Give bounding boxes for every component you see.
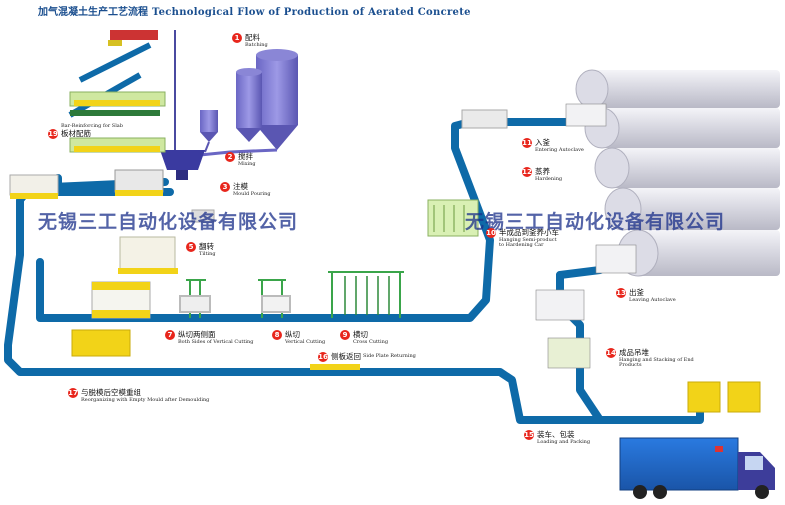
watermark-right: 无锡三工自动化设备有限公司	[465, 211, 726, 233]
step-label-cn: 成品吊堆	[619, 348, 649, 358]
step-number-badge: 9	[340, 330, 350, 340]
step-number-badge: 5	[186, 242, 196, 252]
step-label-en: Reorganizing with Empty Mould after Demo…	[81, 397, 210, 403]
step-number-badge: 12	[522, 167, 532, 177]
step-label-cn: 板材配筋	[61, 129, 91, 139]
step-label-cn: 横切	[353, 330, 368, 340]
step-label-cn: 出釜	[629, 288, 644, 298]
step-number-badge: 11	[522, 138, 532, 148]
step-number-badge: 15	[524, 430, 534, 440]
step-label-en: Batching	[245, 42, 268, 48]
step-number-badge: 13	[616, 288, 626, 298]
step-number-badge: 19	[48, 129, 58, 140]
step-label-en: Hanging Semi-product to Hardening Car	[499, 237, 557, 249]
step-label-en: Hardening	[535, 176, 563, 182]
bar-reinforcing-conveyor	[68, 30, 166, 153]
hardening-car	[427, 109, 508, 237]
step-number-badge: 14	[606, 348, 616, 358]
step-number-badge: 17	[68, 388, 78, 398]
autoclaves	[575, 69, 780, 277]
step-label-en: Hanging and Stacking of End Products	[619, 357, 694, 369]
step-label-en: Vertical Cutting	[285, 339, 326, 345]
step-label-en: Side Plate Returning	[363, 353, 416, 360]
step-label-cn: 配料	[245, 33, 260, 43]
step-label-cn: 装车、包装	[537, 430, 575, 440]
cutting-machines	[179, 271, 404, 318]
step-label-cn: 侧板返回	[331, 352, 361, 362]
step-label-en: Loading and Packing	[537, 439, 591, 445]
step-label-en: Mixing	[238, 161, 256, 167]
packed-products	[687, 381, 761, 413]
mould-units	[9, 169, 360, 370]
step-label-en: Bar-Reinforcing for Slab	[61, 123, 123, 129]
step-label-en: Both Sides of Vertical Cutting	[178, 339, 254, 345]
step-label-cn: 注模	[233, 182, 248, 192]
diagram-title: 加气混凝土生产工艺流程 Technological Flow of Product…	[38, 3, 471, 18]
step-label-cn: 翻转	[199, 242, 214, 252]
step-label-en: Leaving Autoclave	[629, 297, 676, 303]
step-label-cn: 蒸养	[535, 167, 550, 177]
title-en: Technological Flow of Production of Aera…	[152, 7, 471, 18]
watermark-left: 无锡三工自动化设备有限公司	[38, 211, 299, 233]
step-label-cn: 纵切	[285, 330, 300, 340]
step-number-badge: 7	[165, 330, 175, 340]
step-label-en: Entering Autoclave	[535, 147, 584, 153]
product-stacks	[535, 103, 637, 369]
step-number-badge: 3	[220, 182, 230, 192]
delivery-truck	[619, 437, 775, 499]
title-cn: 加气混凝土生产工艺流程	[38, 7, 148, 18]
step-number-badge: 2	[225, 152, 235, 162]
step-number-badge: 10	[486, 228, 496, 238]
step-number-badge: 16	[318, 352, 328, 362]
step-number-badge: 1	[232, 33, 242, 43]
step-number-badge: 8	[272, 330, 282, 340]
batching-silos	[160, 30, 298, 180]
step-label-cn: 半成品到釜养小车	[499, 228, 559, 238]
step-label-cn: 入釜	[535, 138, 550, 148]
step-label-cn: 搅拌	[238, 152, 253, 162]
step-label-en: Tilting	[199, 251, 216, 257]
step-label-en: Cross Cutting	[353, 339, 389, 345]
step-label-cn: 纵切两侧面	[178, 330, 216, 340]
step-label-en: Mould Pouring	[233, 191, 271, 197]
step-label-cn: 与脱模后空模重组	[81, 388, 141, 398]
